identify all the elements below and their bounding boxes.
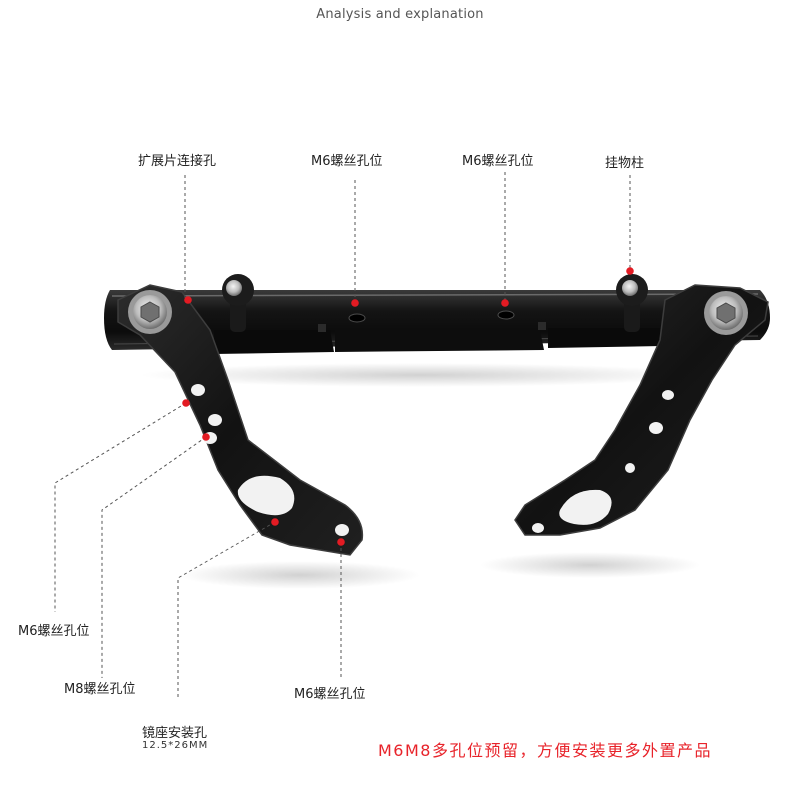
marker-m6-bottom — [337, 538, 345, 546]
marker-hook-post — [626, 267, 634, 275]
floor-shadow-bar — [140, 363, 700, 387]
label-m6-bottom: M6螺丝孔位 — [294, 687, 366, 702]
label-m8-left: M8螺丝孔位 — [64, 682, 136, 697]
feature-banner: M6M8多孔位预留，方便安装更多外置产品 — [378, 741, 712, 760]
callout-markers — [182, 267, 634, 546]
label-mirror-hole: 镜座安装孔 — [142, 726, 208, 741]
label-m6-top-2: M6螺丝孔位 — [462, 154, 534, 169]
marker-mirror-hole — [271, 518, 279, 526]
leader-mirror-hole — [177, 521, 276, 700]
floor-shadow-right — [480, 552, 700, 578]
leader-m6-left — [54, 402, 187, 612]
right-hook-post — [616, 274, 648, 332]
marker-m6-top-2 — [501, 299, 509, 307]
label-hook-post: 挂物柱 — [605, 156, 645, 171]
marker-m6-top-1 — [351, 299, 359, 307]
left-bolt — [128, 290, 172, 334]
right-bracket-arm — [514, 284, 769, 536]
leader-m8-left — [101, 436, 207, 678]
label-m6-left: M6螺丝孔位 — [18, 624, 90, 639]
marker-expansion-hole — [184, 296, 192, 304]
marker-m6-left — [182, 399, 190, 407]
left-bracket-arm — [117, 284, 364, 556]
floor-shadow-left — [180, 561, 420, 589]
label-mirror-hole-size: 12.5*26MM — [142, 740, 209, 751]
right-bolt — [704, 291, 748, 335]
page-title: Analysis and explanation — [316, 7, 484, 22]
label-expansion-hole: 扩展片连接孔 — [138, 154, 217, 169]
crossbar — [104, 290, 770, 354]
left-hook-post — [222, 274, 254, 332]
leader-lines — [54, 172, 631, 700]
marker-m8-left — [202, 433, 210, 441]
label-m6-top-1: M6螺丝孔位 — [311, 154, 383, 169]
